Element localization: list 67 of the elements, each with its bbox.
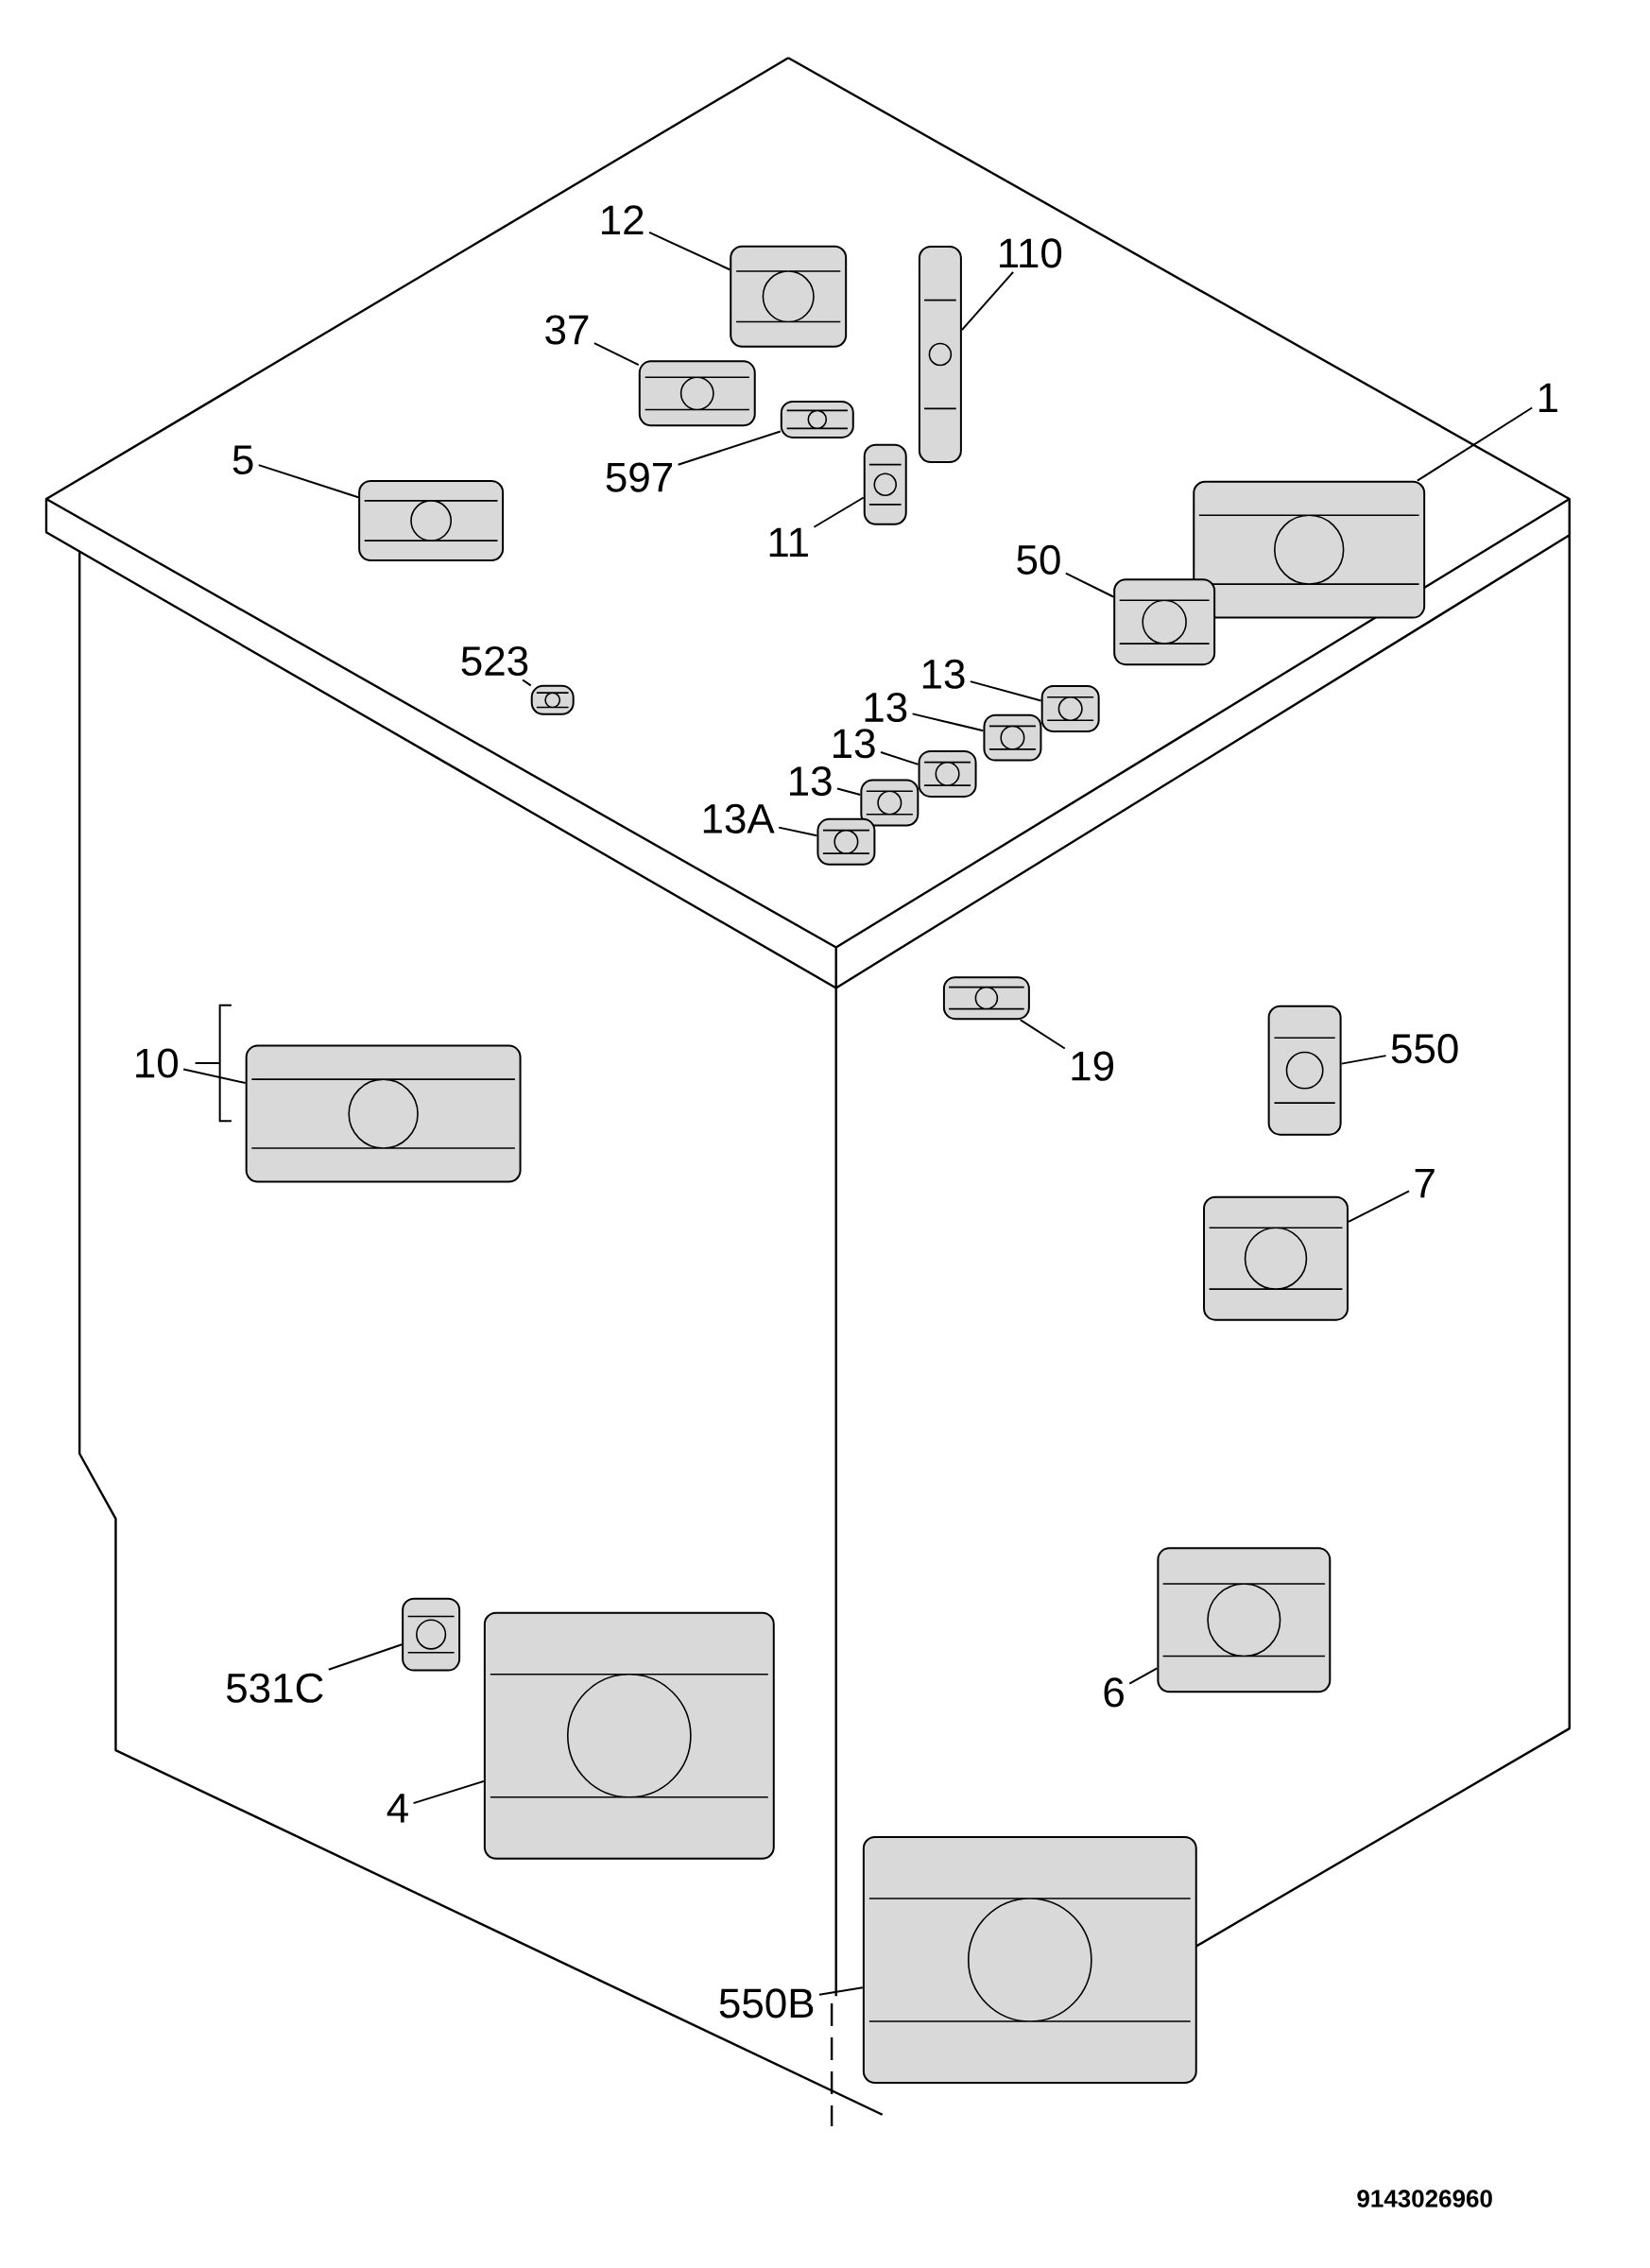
leader-line: [1064, 572, 1114, 598]
callout-number: 13: [789, 765, 832, 797]
callout-number: 37: [545, 315, 589, 345]
callout-number: 5: [232, 445, 253, 475]
callout-number: 550B: [719, 1988, 814, 2019]
leader-line: [879, 751, 920, 765]
part-drawing: [918, 246, 962, 463]
callout-number: 13: [922, 659, 965, 689]
leader-line: [181, 1068, 247, 1085]
part-drawing: [918, 749, 977, 798]
leader-line: [960, 270, 1014, 332]
leader-line: [257, 464, 359, 499]
callout-number: 531C: [226, 1673, 323, 1703]
callout-number: 597: [606, 462, 672, 492]
callout-number: 11: [769, 527, 808, 558]
part-drawing: [1202, 1195, 1349, 1321]
callout-number: 50: [1017, 544, 1060, 575]
part-drawing: [1267, 1005, 1342, 1136]
callout-number: 110: [999, 238, 1061, 268]
leader-line: [1128, 1667, 1159, 1685]
callout-number: 6: [1104, 1677, 1124, 1708]
callout-number: 13: [833, 729, 875, 759]
callout-number: 10: [136, 1048, 178, 1078]
leader-line: [327, 1643, 403, 1671]
leader-line: [412, 1779, 485, 1805]
leader-line: [593, 342, 640, 367]
leader-line: [647, 231, 730, 271]
leader-line: [777, 826, 818, 837]
part-drawing: [245, 1044, 522, 1183]
callout-number: 19: [1072, 1051, 1113, 1081]
callout-number: 13A: [703, 803, 775, 833]
part-drawing: [401, 1597, 460, 1672]
leader-line: [969, 680, 1042, 702]
callout-number: 12: [601, 205, 644, 234]
callout-number: 7: [1415, 1168, 1435, 1198]
leader-line: [1347, 1190, 1410, 1223]
part-drawing: [1112, 578, 1215, 666]
part-drawing: [983, 713, 1042, 762]
part-drawing: [863, 443, 907, 525]
part-drawing: [357, 480, 504, 561]
part-drawing: [942, 976, 1030, 1021]
part-drawing: [780, 400, 854, 438]
leader-line: [677, 430, 782, 466]
part-drawing: [1157, 1547, 1332, 1693]
document-number: 9143026960: [1357, 2190, 1492, 2208]
leader-line: [521, 679, 532, 687]
callout-number: 4: [387, 1794, 408, 1823]
part-drawing: [860, 779, 920, 827]
part-drawing: [730, 245, 847, 348]
leader-line: [813, 496, 865, 528]
callout-number: 550: [1391, 1034, 1458, 1064]
leader-line: [1019, 1019, 1066, 1050]
part-drawing: [638, 360, 756, 427]
part-drawing: [1193, 480, 1425, 619]
leader-line: [1416, 406, 1533, 482]
part-drawing: [530, 684, 575, 715]
leader-line: [835, 787, 862, 797]
part-drawing: [862, 1836, 1197, 2084]
part-drawing: [1040, 685, 1100, 732]
callout-number: 13: [865, 692, 907, 723]
part-drawing: [483, 1611, 775, 1860]
leader-line: [817, 1986, 864, 1996]
callout-number: 1: [1538, 383, 1557, 413]
part-drawing: [816, 817, 876, 866]
leader-line: [1340, 1055, 1387, 1065]
callout-number: 523: [461, 645, 528, 677]
leader-line: [911, 713, 985, 732]
